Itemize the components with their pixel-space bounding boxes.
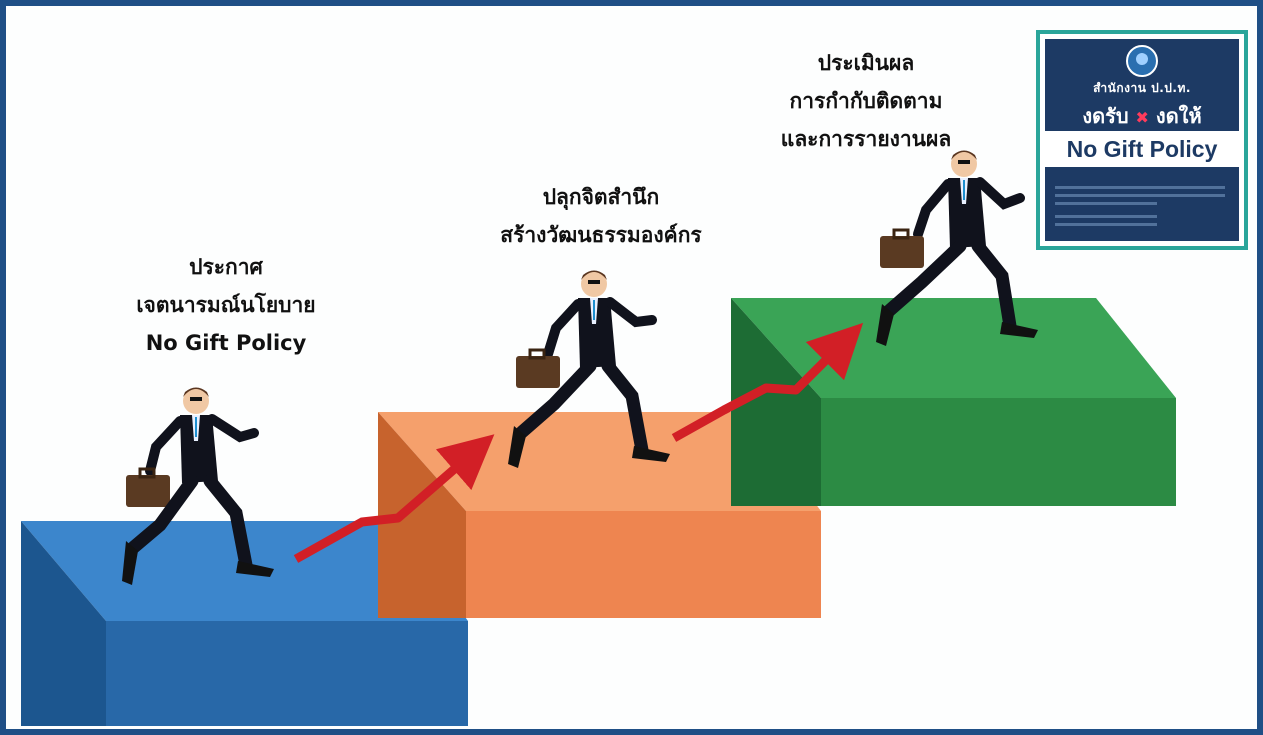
step-1-line-2: เจตนารมณ์นโยบาย	[136, 293, 316, 317]
badge-policy-title: No Gift Policy	[1045, 131, 1239, 167]
step-3-line-1: ประเมินผล	[817, 51, 915, 75]
arrow-step2-to-step3	[671, 322, 864, 442]
step-block-green	[731, 298, 1176, 506]
businessman-runner-3	[876, 150, 1038, 346]
step-3-line-2: การกำกับติดตาม	[789, 89, 943, 113]
emblem-icon	[1126, 45, 1158, 77]
step-1-line-3: No Gift Policy	[145, 331, 307, 355]
cross-mark-icon: ✖	[1135, 108, 1149, 127]
slogan-no-receive: งดรับ	[1082, 104, 1129, 128]
step-3-line-3: และการรายงานผล	[780, 127, 952, 151]
businessman-runner-1	[122, 387, 274, 585]
badge-header: สำนักงาน ป.ป.ท. งดรับ ✖ งดให้	[1045, 39, 1239, 128]
step-2-line-2: สร้างวัฒนธรรมองค์กร	[500, 223, 702, 247]
step-2-label: ปลุกจิตสำนึก สร้างวัฒนธรรมองค์กร	[476, 178, 726, 254]
arrow-step1-to-step2	[293, 434, 495, 563]
slogan-no-give: งดให้	[1155, 104, 1202, 128]
staircase-scene	[21, 150, 1176, 726]
badge-slogan: งดรับ ✖ งดให้	[1045, 100, 1239, 132]
step-2-line-1: ปลุกจิตสำนึก	[542, 185, 660, 209]
step-1-line-1: ประกาศ	[189, 255, 263, 279]
no-gift-policy-badge: สำนักงาน ป.ป.ท. งดรับ ✖ งดให้ No Gift Po…	[1036, 30, 1248, 250]
businessman-runner-2	[508, 270, 670, 468]
badge-fine-print	[1055, 181, 1225, 231]
step-3-label: ประเมินผล การกำกับติดตาม และการรายงานผล	[736, 44, 996, 158]
badge-office-name: สำนักงาน ป.ป.ท.	[1093, 81, 1191, 95]
step-1-label: ประกาศ เจตนารมณ์นโยบาย No Gift Policy	[116, 248, 336, 362]
badge-panel: สำนักงาน ป.ป.ท. งดรับ ✖ งดให้ No Gift Po…	[1045, 39, 1239, 241]
